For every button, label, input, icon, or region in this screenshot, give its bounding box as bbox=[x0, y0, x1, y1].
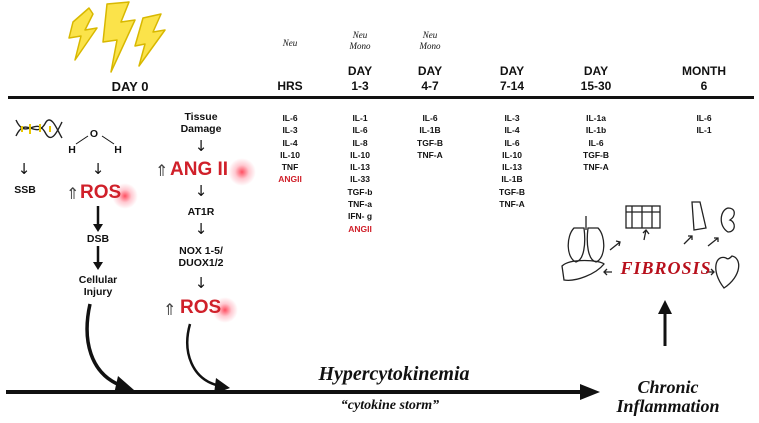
fibrosis-label: FIBROSIS bbox=[620, 258, 712, 278]
cytokine-item: IL-33 bbox=[350, 174, 370, 185]
cytokine-item: IL-1B bbox=[419, 125, 441, 136]
cytokine-item: IL-1a bbox=[586, 113, 606, 123]
cytokine-item: IL-6 bbox=[588, 137, 604, 148]
chronic-up-arrow bbox=[658, 300, 672, 346]
organs-illustration bbox=[561, 201, 740, 289]
water-h-right: H bbox=[114, 144, 122, 156]
ang-up-arrow: ⇑ bbox=[155, 161, 169, 180]
timepoint-cell-type: Neu bbox=[282, 38, 298, 48]
at1r-down-arrow: ↓ bbox=[194, 220, 208, 238]
dna-icon bbox=[15, 119, 63, 139]
cytokine-item: IL-6 bbox=[504, 137, 520, 148]
timepoint-range: HRS bbox=[277, 79, 303, 93]
ros-label-left: ROS bbox=[80, 182, 122, 203]
timepoint-day: DAY bbox=[347, 64, 373, 78]
header-divider bbox=[8, 96, 754, 99]
cellular-injury-label: Cellular Injury bbox=[78, 274, 118, 298]
water-down-arrow: ↓ bbox=[91, 160, 105, 178]
cytokine-item: IL-3 bbox=[282, 125, 298, 136]
water-h-left: H bbox=[68, 144, 76, 156]
cytokine-item: IL-3 bbox=[504, 113, 520, 123]
timepoint-range: 15-30 bbox=[580, 79, 612, 93]
dsb-label: DSB bbox=[86, 233, 110, 245]
cytokine-item: IL-10 bbox=[280, 149, 300, 160]
curved-arrow-left bbox=[85, 303, 134, 394]
ros-glow-mid bbox=[212, 297, 238, 323]
timepoint-day: DAY bbox=[417, 64, 443, 78]
dsb-to-injury-arrow bbox=[93, 246, 103, 270]
ros-up-arrow-left: ⇑ bbox=[66, 184, 80, 203]
nox-duox-label: NOX 1-5/ DUOX1/2 bbox=[178, 245, 224, 269]
cytokine-item: IL-1 bbox=[352, 113, 368, 123]
cytokine-item: IL-10 bbox=[502, 149, 522, 160]
timepoint-cell-type: Neu Mono bbox=[419, 30, 441, 51]
chronic-inflammation-label: Chronic Inflammation bbox=[616, 377, 720, 416]
timeline-arrow bbox=[6, 384, 600, 400]
cytokine-item: TNF-a bbox=[347, 199, 373, 210]
ros-to-dsb-arrow bbox=[93, 206, 103, 232]
nox-down-arrow: ↓ bbox=[194, 274, 208, 292]
timepoint-range: 6 bbox=[700, 79, 708, 93]
at1r-label: AT1R bbox=[187, 206, 215, 218]
timepoint-range: 4-7 bbox=[421, 79, 439, 93]
cytokine-item: IL-6 bbox=[422, 113, 438, 123]
cytokine-item: TGF-B bbox=[499, 186, 525, 197]
cytokine-item: IL-1 bbox=[696, 125, 712, 136]
ros-up-arrow-mid: ⇑ bbox=[163, 300, 177, 319]
cytokine-storm-label: “cytokine storm” bbox=[340, 398, 440, 413]
cytokine-item: IL-6 bbox=[696, 113, 712, 123]
cytokine-item: TNF-A bbox=[499, 199, 525, 210]
timepoint-range: 7-14 bbox=[499, 79, 525, 93]
water-bonds bbox=[75, 135, 115, 145]
cytokine-item: IL-4 bbox=[282, 137, 298, 148]
cytokine-item: IL-4 bbox=[504, 125, 520, 136]
ang-glow bbox=[228, 158, 256, 186]
cytokine-item: IL-8 bbox=[352, 137, 368, 148]
dna-down-arrow: ↓ bbox=[17, 160, 31, 178]
hypercytokinemia-label: Hypercytokinemia bbox=[318, 363, 470, 385]
timepoint-range: 1-3 bbox=[351, 79, 369, 93]
cytokine-item: IL-6 bbox=[352, 125, 368, 136]
ros-glow-left bbox=[112, 183, 138, 209]
cytokine-item: IL-10 bbox=[350, 149, 370, 160]
timepoint-day: DAY bbox=[499, 64, 525, 78]
timepoint-day: MONTH bbox=[682, 64, 726, 78]
cytokine-item: IL-1B bbox=[501, 174, 523, 185]
tissue-down-arrow: ↓ bbox=[194, 137, 208, 155]
cytokine-item: IFN- g bbox=[347, 211, 373, 222]
cytokine-item: TGF-B bbox=[417, 137, 443, 148]
ang-ii-label: ANG II bbox=[170, 159, 229, 180]
timepoint-day: DAY bbox=[583, 64, 609, 78]
cytokine-item: TGF-B bbox=[583, 149, 609, 160]
cytokine-item: IL-6 bbox=[282, 113, 298, 123]
lightning-icon bbox=[68, 1, 166, 73]
cytokine-item: TNF-A bbox=[583, 162, 609, 173]
ssb-label: SSB bbox=[14, 184, 36, 196]
water-o: O bbox=[89, 128, 99, 140]
timepoint-cell-type: Neu Mono bbox=[349, 30, 371, 51]
cytokine-item: ANGII bbox=[278, 174, 302, 185]
cytokine-item: TNF-A bbox=[417, 149, 443, 160]
tissue-damage-label: Tissue Damage bbox=[180, 111, 222, 135]
cytokine-item: IL-13 bbox=[502, 162, 522, 173]
cytokine-item: ANGII bbox=[348, 223, 372, 234]
day0-label: DAY 0 bbox=[111, 79, 149, 94]
ang-down-arrow: ↓ bbox=[194, 182, 208, 200]
ros-label-mid: ROS bbox=[180, 297, 222, 318]
cytokine-item: TNF bbox=[281, 162, 299, 173]
cytokine-item: TGF-b bbox=[347, 186, 373, 197]
cytokine-item: IL-1b bbox=[585, 125, 607, 136]
cytokine-item: IL-13 bbox=[350, 162, 370, 173]
